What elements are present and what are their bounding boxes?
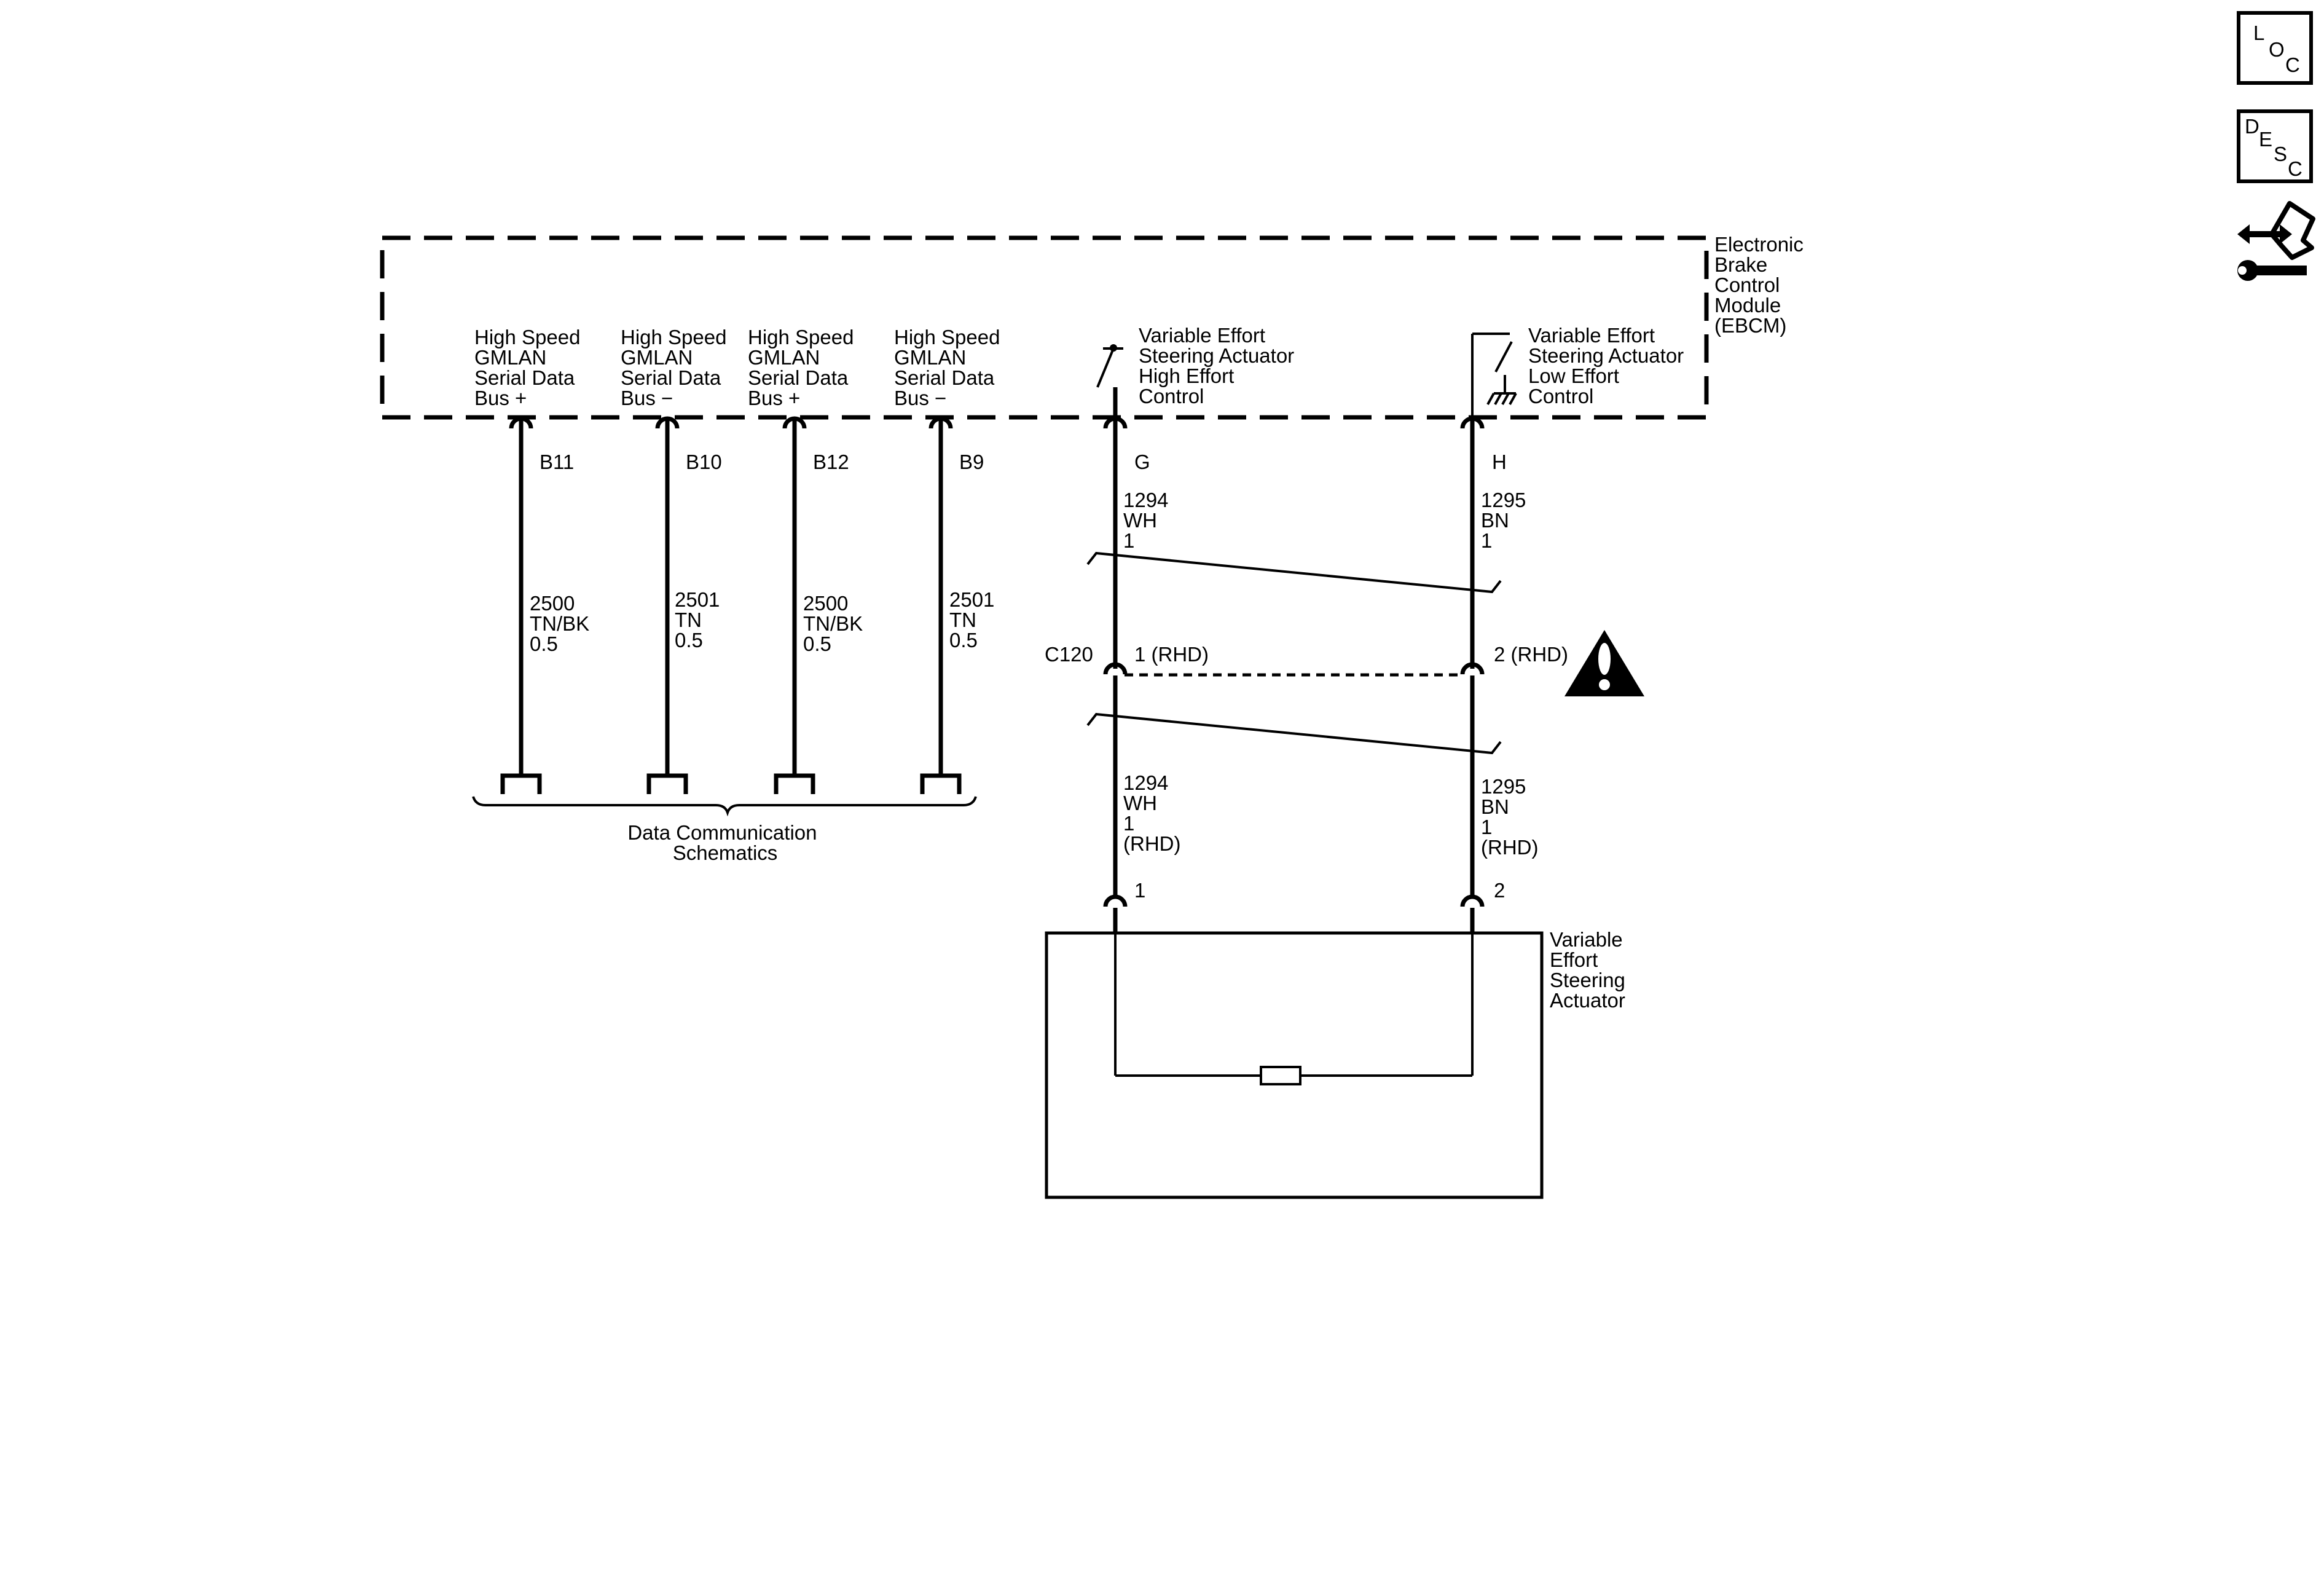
loc-button[interactable]: L O C — [2237, 11, 2313, 85]
data-communication-label: Data Communication Schematics — [627, 821, 822, 864]
wire-label-2501-a: 2501 TN 0.5 — [675, 588, 726, 652]
low-effort-label: Variable Effort Steering Actuator Low Ef… — [1528, 324, 1689, 408]
pin-g: G — [1134, 451, 1150, 473]
svg-text:C: C — [2288, 157, 2302, 180]
svg-text:C: C — [2285, 53, 2300, 76]
pin-label-b12: High Speed GMLAN Serial Data Bus + — [748, 326, 860, 409]
ebcm-label: Electronic Brake Control Module (EBCM) — [1714, 233, 1809, 337]
svg-text:O: O — [2269, 38, 2285, 61]
high-effort-switch — [1096, 344, 1123, 388]
pin-label-b10: High Speed GMLAN Serial Data Bus − — [621, 326, 732, 409]
pin-b10: B10 — [686, 451, 722, 473]
gmlan-wire-b10 — [646, 416, 688, 794]
actuator-pin-1: 1 — [1134, 879, 1145, 902]
pin-label-b11: High Speed GMLAN Serial Data Bus + — [474, 326, 586, 409]
low-effort-switch — [1471, 333, 1517, 417]
high-effort-label: Variable Effort Steering Actuator High E… — [1139, 324, 1300, 408]
gmlan-wire-b9 — [920, 416, 962, 794]
svg-text:S: S — [2274, 143, 2287, 165]
wire-label-2500-a: 2500 TN/BK 0.5 — [530, 592, 595, 655]
connector-repair-icon[interactable] — [2237, 201, 2315, 281]
svg-text:E: E — [2259, 128, 2272, 151]
svg-text:L: L — [2253, 22, 2264, 44]
c120-pin-2: 2 (RHD) — [1494, 643, 1568, 666]
wire-label-2500-b: 2500 TN/BK 0.5 — [803, 592, 868, 655]
warning-icon — [1564, 630, 1644, 696]
pin-label-b9: High Speed GMLAN Serial Data Bus − — [894, 326, 1006, 409]
actuator-label: Variable Effort Steering Actuator — [1550, 928, 1631, 1012]
break-line-upper — [1086, 551, 1502, 594]
gmlan-wire-b11 — [500, 416, 542, 794]
circuit-1294 — [1103, 387, 1128, 1076]
pin-b12: B12 — [813, 451, 849, 473]
gmlan-wire-b12 — [774, 416, 815, 794]
wire-label-2501-b: 2501 TN 0.5 — [949, 588, 1000, 652]
actuator-coil — [1115, 1066, 1472, 1085]
wire-label-1294-lower: 1294 WH 1 (RHD) — [1123, 771, 1180, 855]
break-line-lower — [1086, 712, 1502, 755]
wire-label-1295-lower: 1295 BN 1 (RHD) — [1481, 775, 1538, 859]
wire-label-1294-upper: 1294 WH 1 — [1123, 489, 1174, 552]
pin-b9: B9 — [959, 451, 984, 473]
actuator-component-box — [1045, 931, 1544, 1199]
svg-text:D: D — [2245, 115, 2259, 138]
c120-label: C120 — [1045, 643, 1093, 666]
wire-label-1295-upper: 1295 BN 1 — [1481, 489, 1532, 552]
pin-h: H — [1492, 451, 1507, 473]
data-communication-brace — [472, 796, 977, 817]
desc-button[interactable]: D E S C — [2237, 109, 2313, 183]
circuit-1295 — [1460, 416, 1485, 1076]
pin-b11: B11 — [540, 451, 574, 473]
c120-pin-1: 1 (RHD) — [1134, 643, 1209, 666]
actuator-pin-2: 2 — [1494, 879, 1505, 902]
